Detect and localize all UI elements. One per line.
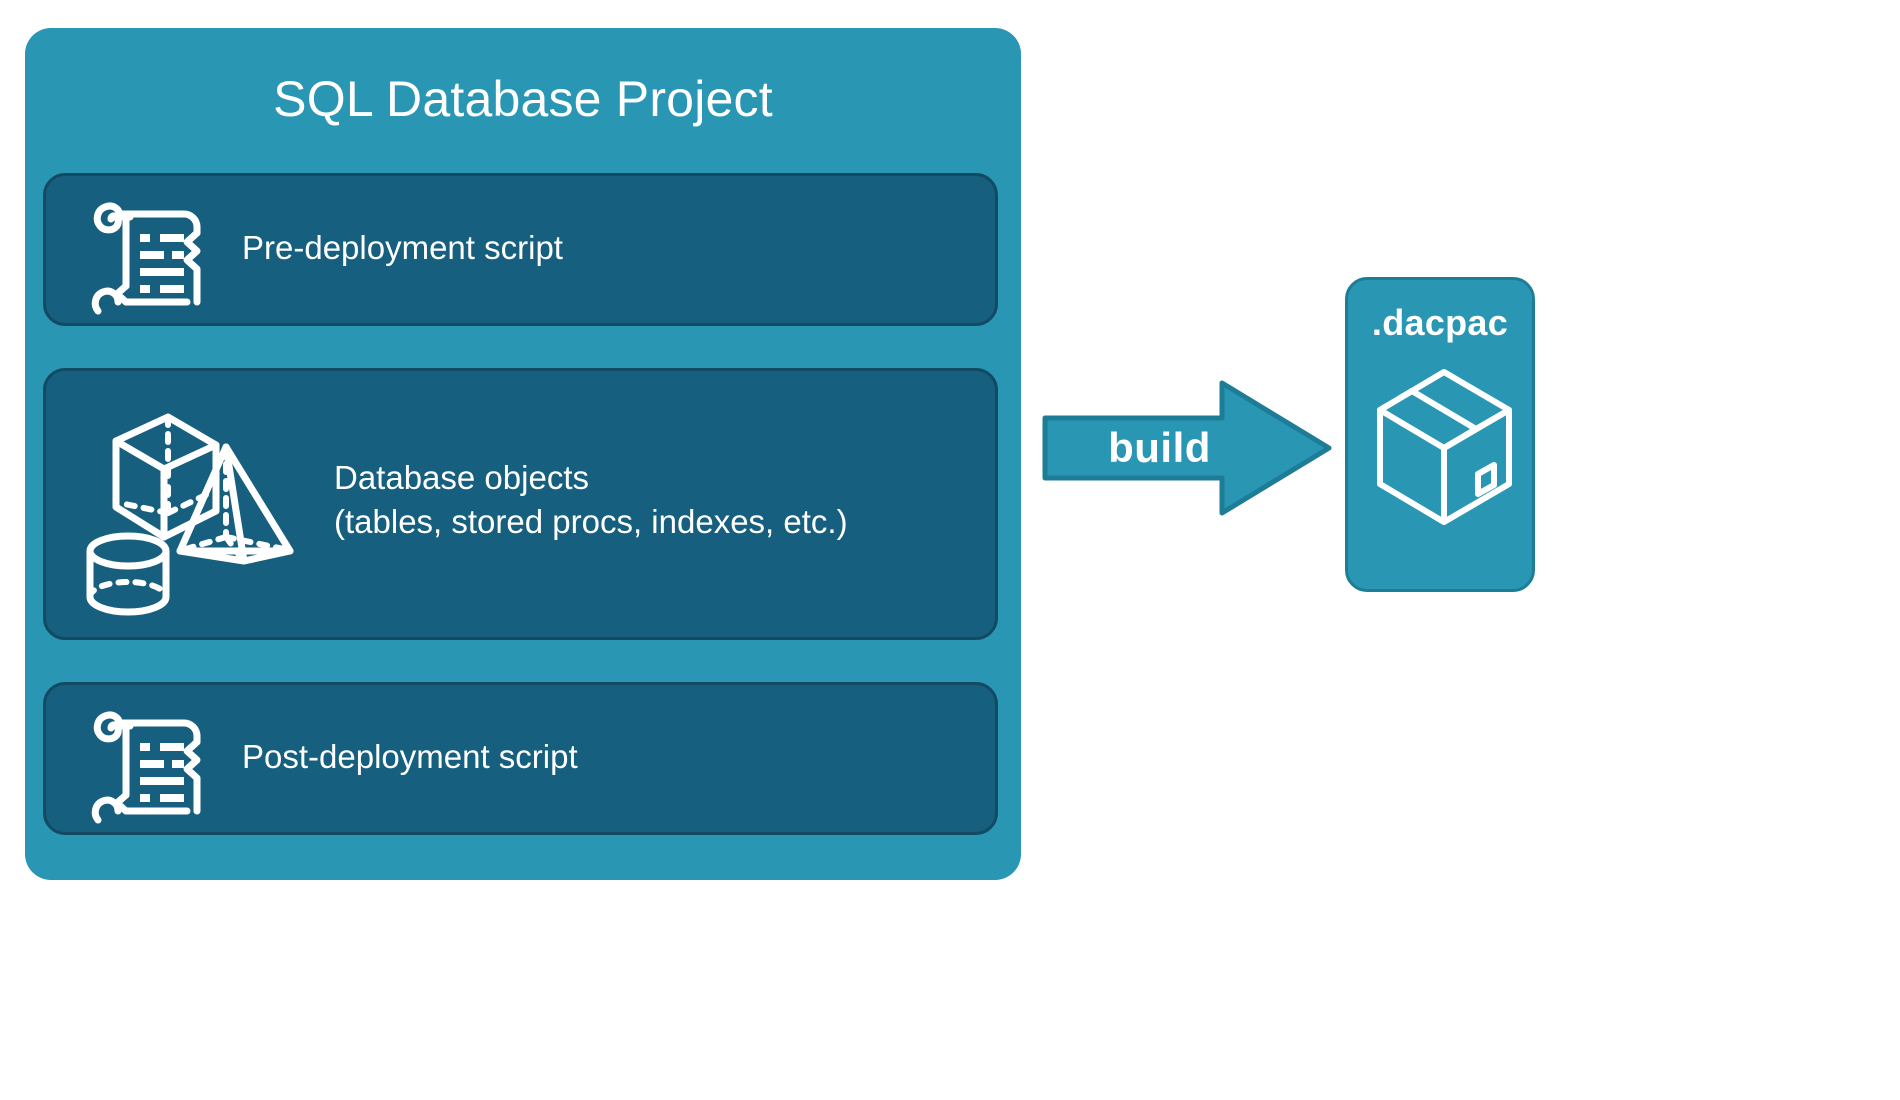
panel-database-objects[interactable]: Database objects (tables, stored procs, … xyxy=(43,368,998,640)
sql-database-project-card: SQL Database Project xyxy=(25,28,1021,880)
cube-icon xyxy=(112,413,220,541)
database-objects-icon-group xyxy=(76,399,326,619)
panel-pre-deployment[interactable]: Pre-deployment script xyxy=(43,173,998,326)
package-box-icon xyxy=(1372,364,1517,529)
page-title: SQL Database Project xyxy=(273,71,773,127)
scroll-icon xyxy=(86,200,206,315)
scroll-icon xyxy=(86,709,206,824)
panel-post-deployment-label: Post-deployment script xyxy=(242,738,578,775)
panel-pre-deployment-label: Pre-deployment script xyxy=(242,229,563,266)
pyramid-icon xyxy=(176,443,294,565)
panel-database-objects-label: Database objects (tables, stored procs, … xyxy=(334,459,848,540)
panel-post-deployment[interactable]: Post-deployment script xyxy=(43,682,998,835)
cylinder-icon xyxy=(86,532,170,616)
dacpac-title: .dacpac xyxy=(1371,302,1509,343)
right-arrow-icon xyxy=(1042,378,1332,518)
dacpac-output-card[interactable]: .dacpac xyxy=(1345,277,1535,592)
